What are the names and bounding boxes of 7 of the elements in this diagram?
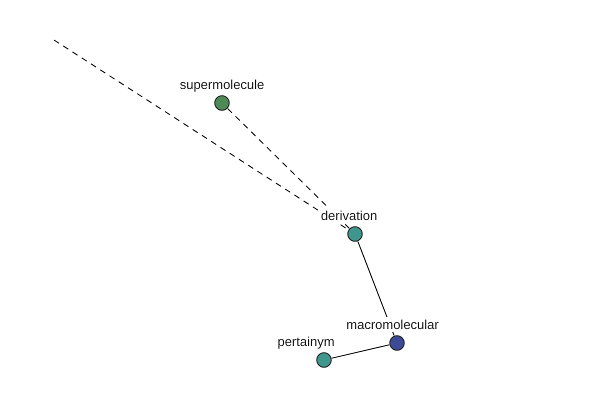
- node-label: derivation: [320, 208, 378, 223]
- node-label: pertainym: [276, 334, 336, 349]
- node-label: macromolecular: [345, 317, 440, 332]
- connector-line: [331, 344, 390, 359]
- dashed-line: [227, 108, 350, 229]
- node-label: supermolecule: [178, 77, 266, 92]
- dashed-line: [54, 40, 349, 230]
